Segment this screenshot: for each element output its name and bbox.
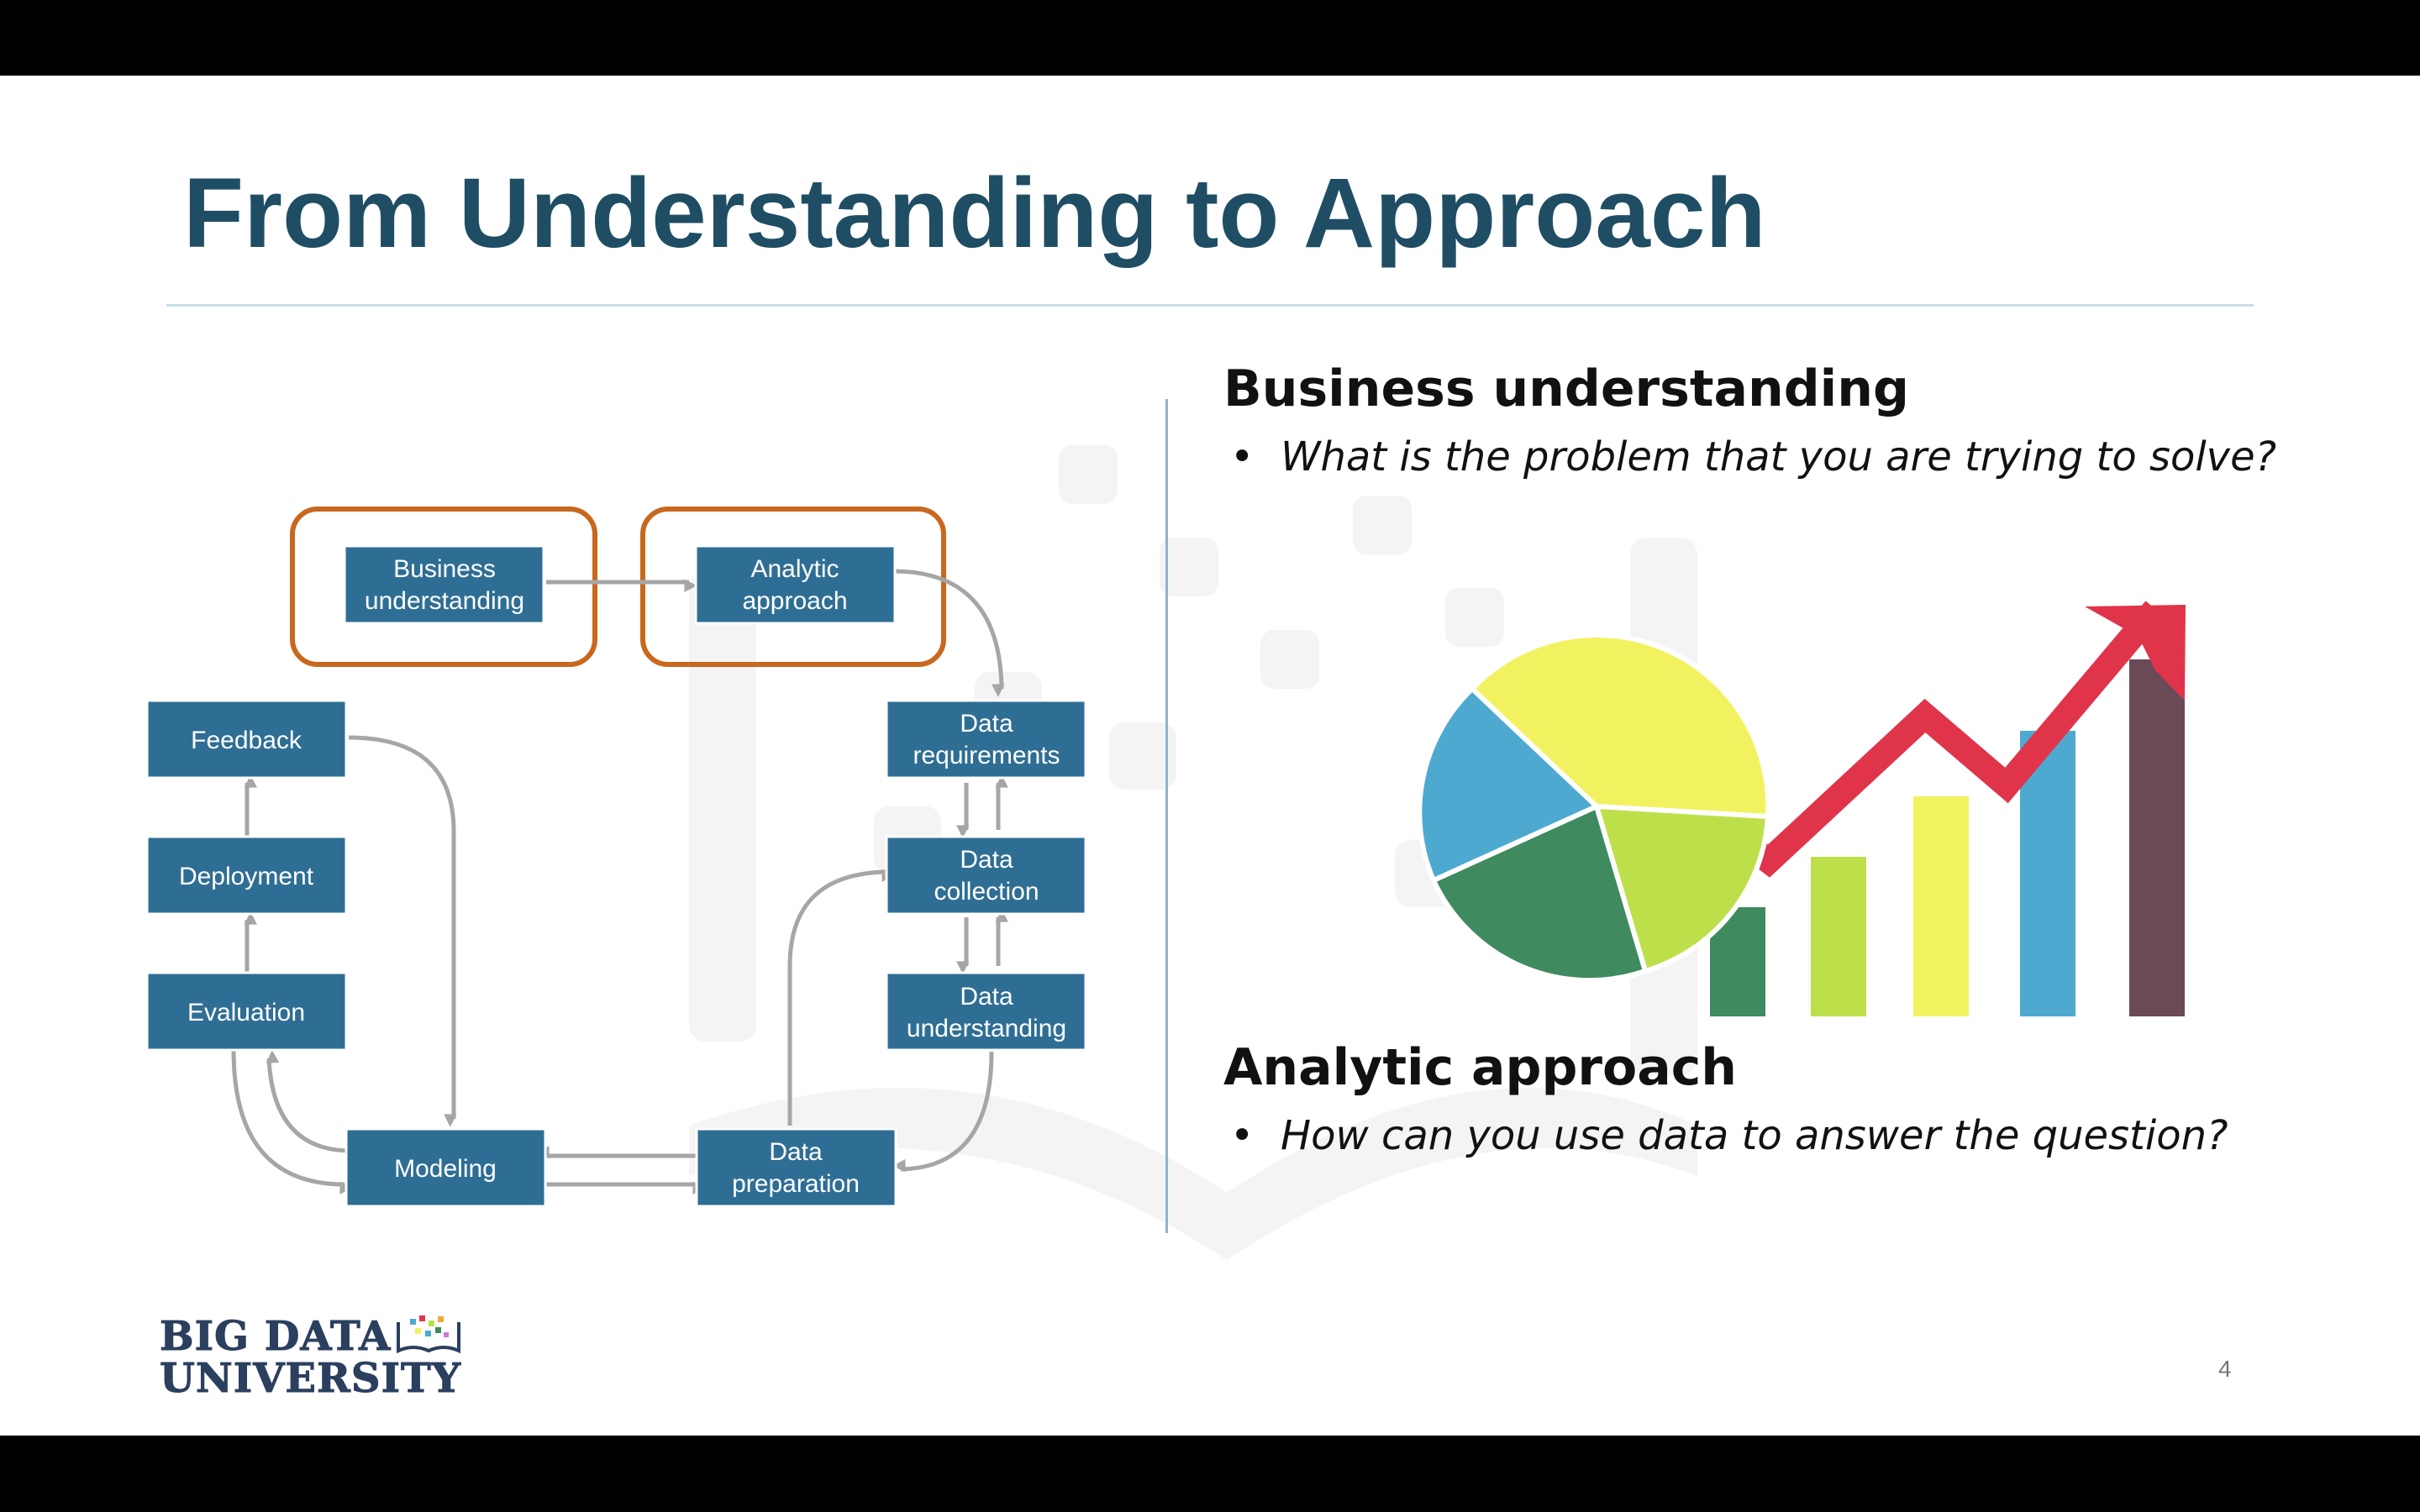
arrow-model-to-eval — [266, 1050, 352, 1153]
arrow-eval-to-model — [231, 1049, 353, 1194]
data-infographic — [1417, 601, 2186, 1016]
node-label: Modeling — [394, 1155, 497, 1183]
highlight-analytic-approach — [640, 507, 946, 667]
arrow-feedback-to-model — [348, 735, 457, 1127]
letterbox-top — [0, 0, 2420, 76]
bullet-text: How can you use data to answer the quest… — [1281, 1112, 2228, 1159]
node-data-requirements: Data requirements — [885, 699, 1087, 780]
bullet-icon: • — [1230, 433, 1255, 480]
book-icon — [397, 1315, 460, 1354]
node-label: understanding — [907, 1015, 1066, 1042]
big-data-university-logo: BIG DATA UNIVERSITY — [159, 1313, 462, 1402]
node-label: Business — [393, 555, 496, 583]
highlight-business-understanding — [290, 507, 597, 667]
node-feedback: Feedback — [145, 699, 348, 780]
node-label: collection — [934, 878, 1039, 906]
bullet-text: What is the problem that you are trying … — [1281, 433, 2277, 480]
node-modeling: Modeling — [345, 1127, 547, 1208]
analytic-approach-heading: Analytic approach — [1223, 1038, 1737, 1097]
slide-title: From Understanding to Approach — [183, 158, 1766, 269]
node-label: Deployment — [179, 863, 314, 890]
node-data-understanding: Data understanding — [885, 971, 1087, 1052]
node-evaluation: Evaluation — [145, 971, 348, 1052]
node-deployment: Deployment — [145, 835, 348, 916]
node-label: understanding — [365, 587, 524, 615]
diagram-connectors — [231, 569, 1008, 1194]
bar-chart-icon — [1710, 659, 2185, 1016]
logo-line-2: UNIVERSITY — [159, 1355, 462, 1402]
title-divider — [166, 304, 2254, 307]
bullet-icon: • — [1230, 1112, 1255, 1159]
letterbox-bottom — [0, 1436, 2420, 1512]
node-data-preparation: Data preparation — [695, 1127, 897, 1208]
arrow-prep-to-col — [787, 869, 895, 1126]
node-label: Feedback — [191, 727, 302, 754]
slide-number: 4 — [2218, 1356, 2232, 1382]
node-label: Data — [960, 846, 1013, 874]
node-label: Data — [769, 1138, 823, 1166]
node-label: Analytic — [750, 555, 839, 583]
methodology-diagram: Business understanding Analytic approach… — [145, 507, 1087, 1208]
analytic-approach-bullet: • How can you use data to answer the que… — [1230, 1112, 2228, 1159]
pie-chart-icon — [1417, 633, 1771, 984]
business-understanding-heading: Business understanding — [1223, 360, 1909, 418]
node-label: Data — [960, 983, 1013, 1011]
logo-line-1: BIG DATA — [159, 1313, 392, 1360]
slide: From Understanding to Approach — [0, 76, 2420, 1436]
node-data-collection: Data collection — [885, 835, 1087, 916]
node-label: preparation — [732, 1170, 860, 1198]
node-label: Evaluation — [187, 999, 305, 1026]
node-label: Data — [960, 710, 1013, 738]
column-divider — [1165, 399, 1168, 1233]
arrow-aa-to-req — [892, 569, 1005, 697]
arrow-und-to-prep — [892, 1051, 994, 1173]
node-label: requirements — [913, 742, 1060, 769]
node-label: approach — [742, 587, 847, 615]
node-analytic-approach: Analytic approach — [694, 544, 897, 625]
node-business-understanding: Business understanding — [343, 544, 545, 625]
business-understanding-bullet: • What is the problem that you are tryin… — [1230, 433, 2277, 480]
